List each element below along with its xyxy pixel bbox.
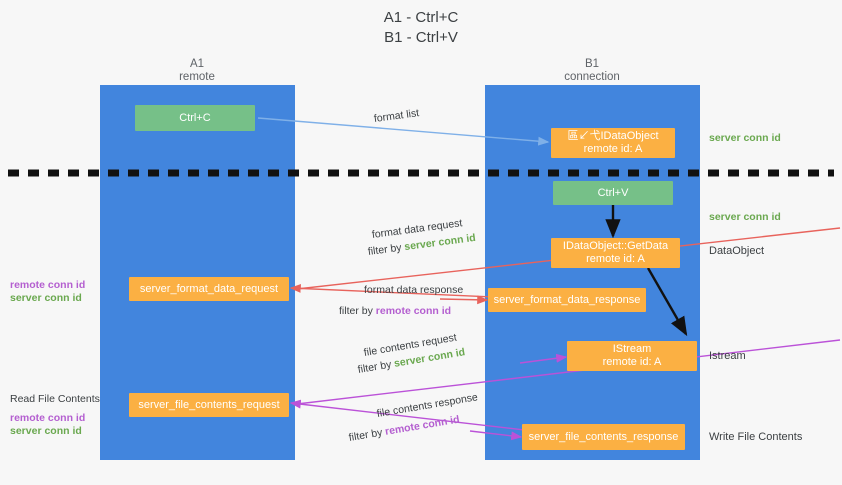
column-header-b1-name: B1 <box>584 58 600 70</box>
right-label-write-file-contents: Write File Contents <box>709 431 803 443</box>
filter-prefix-4: filter by <box>347 426 387 444</box>
node-server-format-data-response[interactable]: server_format_data_response <box>488 288 646 312</box>
node-idataobject-getdata[interactable]: IDataObject::GetData remote id: A <box>551 238 680 268</box>
page-title: A1 - Ctrl+C B1 - Ctrl+V <box>0 8 842 48</box>
title-line-1: A1 - Ctrl+C <box>383 9 459 26</box>
left-label-group-file: Read File Contents <box>10 393 100 406</box>
node-server-file-contents-response[interactable]: server_file_contents_response <box>522 424 685 450</box>
node-istream-label: IStream <box>612 343 652 355</box>
node-idataobject-getdata-sub: remote id: A <box>586 253 645 265</box>
node-idataobject-top[interactable]: 區↙⼷IDataObject remote id: A <box>551 128 675 158</box>
node-ctrl-v-label: Ctrl+V <box>597 186 629 199</box>
edge-label-file-contents-response-filter: filter by remote conn id <box>348 414 461 445</box>
filter-prefix-3: filter by <box>356 358 396 376</box>
column-header-a1: A1 remote <box>117 58 277 84</box>
edge-label-file-contents-response: file contents response <box>375 391 479 420</box>
filter-value-remote-conn-id-1: remote conn id <box>375 305 452 317</box>
node-server-format-data-response-label: server_format_data_response <box>493 293 641 306</box>
node-ctrl-c[interactable]: Ctrl+C <box>135 105 255 131</box>
edge-label-format-data-response: format data response <box>364 284 464 296</box>
node-server-format-data-request[interactable]: server_format_data_request <box>129 277 289 301</box>
edge-label-format-data-response-filter: filter by remote conn id <box>339 305 451 318</box>
left-label-group-format: remote conn id server conn id <box>10 279 85 305</box>
arrow-into-format-data-response-box <box>439 295 489 305</box>
node-istream-sub: remote id: A <box>602 356 662 368</box>
node-istream[interactable]: IStream remote id: A <box>567 341 697 371</box>
node-server-file-contents-request[interactable]: server_file_contents_request <box>129 393 289 417</box>
left-label-server-conn-id-1: server conn id <box>10 292 82 304</box>
node-server-format-data-request-label: server_format_data_request <box>139 282 279 295</box>
title-line-2: B1 - Ctrl+V <box>384 29 458 46</box>
node-server-file-contents-response-label: server_file_contents_response <box>528 430 679 443</box>
left-label-group-file-conn: remote conn id server conn id <box>10 412 85 438</box>
node-idataobject-top-label: 區↙⼷IDataObject <box>567 130 659 142</box>
column-header-b1-sub: connection <box>564 71 620 83</box>
node-ctrl-c-label: Ctrl+C <box>179 111 211 124</box>
left-label-remote-conn-id-2: remote conn id <box>10 412 86 424</box>
node-server-file-contents-request-label: server_file_contents_request <box>138 398 280 411</box>
left-label-read-file-contents: Read File Contents <box>10 393 100 405</box>
left-label-remote-conn-id-1: remote conn id <box>10 279 86 291</box>
column-header-b1: B1 connection <box>512 58 672 84</box>
column-header-a1-sub: remote <box>179 71 215 83</box>
column-header-a1-name: A1 <box>189 58 205 70</box>
node-idataobject-top-sub: remote id: A <box>583 143 643 155</box>
edge-label-format-list: format list <box>373 107 420 125</box>
filter-prefix-1: filter by <box>367 241 406 258</box>
right-label-data-object: DataObject <box>709 245 765 257</box>
right-label-istream: Istream <box>709 350 746 362</box>
filter-prefix-2: filter by <box>339 305 376 317</box>
node-idataobject-getdata-label: IDataObject::GetData <box>562 240 669 252</box>
node-ctrl-v[interactable]: Ctrl+V <box>553 181 673 205</box>
right-label-server-conn-id-top: server conn id <box>709 132 781 144</box>
right-label-server-conn-id-mid: server conn id <box>709 211 781 223</box>
left-label-server-conn-id-2: server conn id <box>10 425 82 437</box>
